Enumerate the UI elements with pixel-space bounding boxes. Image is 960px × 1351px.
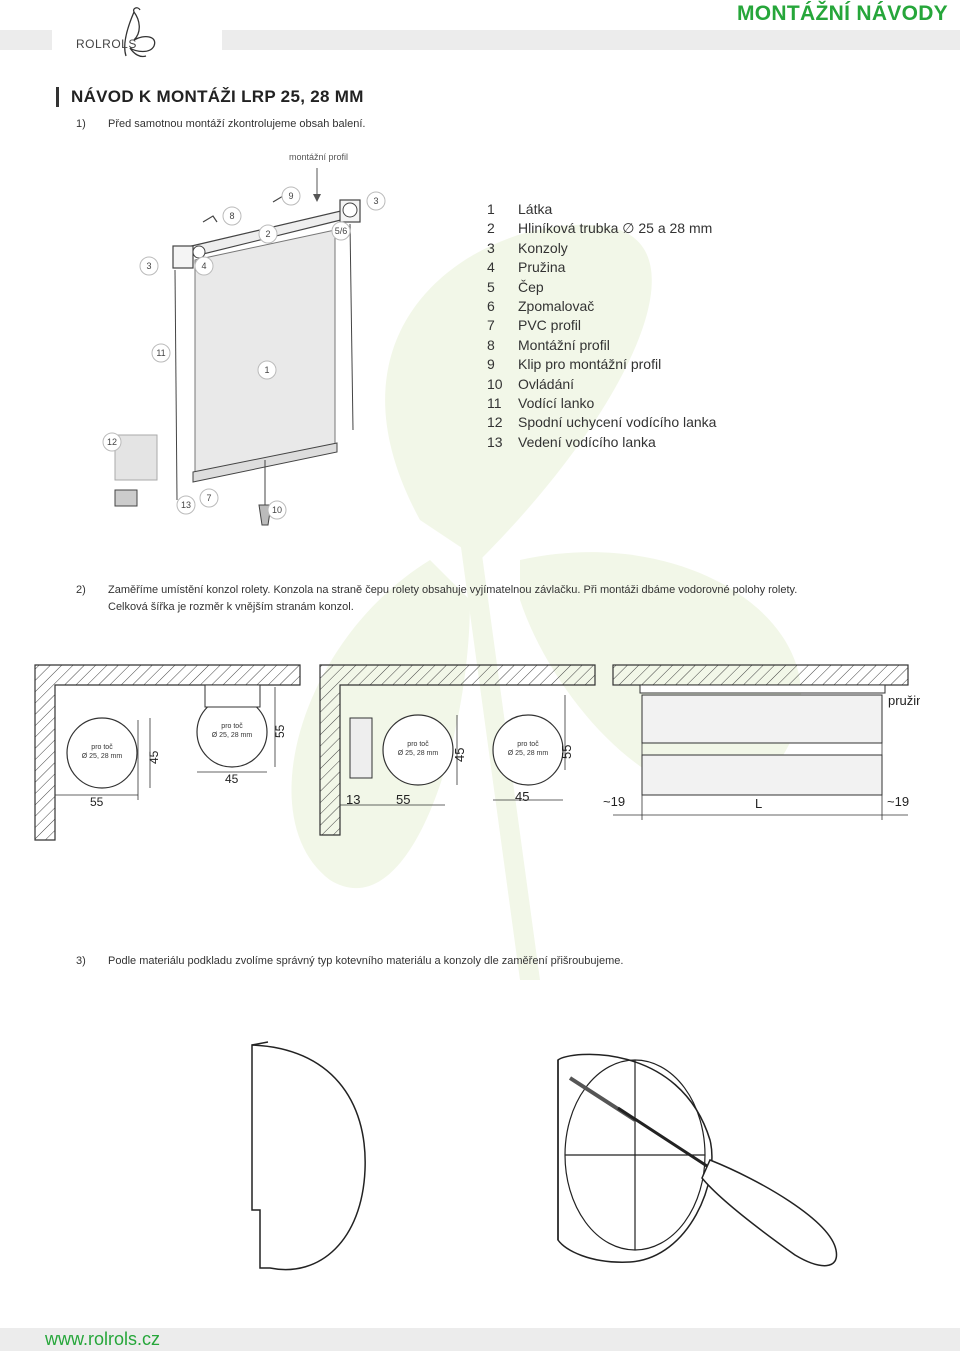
dim-45: 45 xyxy=(515,789,529,804)
dim-45: 45 xyxy=(225,772,239,786)
label-1: 1 xyxy=(264,365,269,375)
dim-55: 55 xyxy=(396,792,410,807)
label-5-6: 5/6 xyxy=(335,226,348,236)
circle-label-size: Ø 25, 28 mm xyxy=(212,732,253,739)
roller-blind-drawing: 9 8 2 5/6 3 3 4 11 1 12 13 7 10 xyxy=(102,168,386,526)
label-11: 11 xyxy=(156,348,165,358)
step-number: 1) xyxy=(76,118,86,130)
label-7: 7 xyxy=(206,493,211,503)
dim-45: 45 xyxy=(147,750,161,764)
dim-45: 45 xyxy=(452,748,467,762)
figure1-callout-title: montážní profil xyxy=(289,152,349,162)
label-9: 9 xyxy=(288,191,293,201)
dim-55: 55 xyxy=(273,724,287,738)
label-2: 2 xyxy=(265,229,270,239)
step-text: Podle materiálu podkladu zvolíme správný… xyxy=(108,955,624,967)
bracket-placement-drawing: pro toč Ø 25, 28 mm pro toč Ø 25, 28 mm … xyxy=(34,664,920,841)
label-3-left: 3 xyxy=(146,261,151,271)
dim-L: L xyxy=(755,796,762,811)
label-8: 8 xyxy=(229,211,234,221)
dim-13: 13 xyxy=(346,792,360,807)
footer-band xyxy=(0,1328,960,1351)
step-text: Zaměříme umístění konzol rolety. Konzola… xyxy=(108,584,798,596)
footer-url-link[interactable]: www.rolrols.cz xyxy=(45,1329,161,1349)
bracket-screw-drawing xyxy=(251,1041,838,1271)
step-number: 3) xyxy=(76,955,86,967)
step-1: 1) Před samotnou montáží zkontrolujeme ob… xyxy=(76,118,365,130)
logo-text: ROLROLS xyxy=(76,37,137,51)
dim-55: 55 xyxy=(559,745,574,759)
dim-tilde-19: ~19 xyxy=(603,794,625,809)
dim-tilde-19: ~19 xyxy=(887,794,909,809)
step-text: Před samotnou montáží zkontrolujeme obsa… xyxy=(108,118,366,130)
dim-55: 55 xyxy=(90,795,104,809)
pruzina-label: pružina xyxy=(888,693,920,708)
step-text-2: Celková šířka je rozměr k vnějším straná… xyxy=(108,601,354,613)
label-13: 13 xyxy=(181,500,191,510)
label-3-right: 3 xyxy=(373,196,378,206)
circle-label: pro toč xyxy=(407,741,429,748)
step-2: 2) Zaměříme umístění konzol rolety. Konzo… xyxy=(76,582,936,616)
label-12: 12 xyxy=(107,437,117,447)
butterfly-logo-icon xyxy=(124,7,156,58)
header-band xyxy=(0,30,960,50)
label-4: 4 xyxy=(201,261,206,271)
header-title: MONTÁŽNÍ NÁVODY xyxy=(737,2,948,25)
circle-label-size: Ø 25, 28 mm xyxy=(508,750,549,757)
circle-label-size: Ø 25, 28 mm xyxy=(398,750,439,757)
step-number: 2) xyxy=(76,584,86,596)
step-3: 3) Podle materiálu podkladu zvolíme správ… xyxy=(76,955,623,967)
section-title: NÁVOD K MONTÁŽI LRP 25, 28 MM xyxy=(56,87,364,107)
circle-label: pro toč xyxy=(517,741,539,748)
circle-label: pro toč xyxy=(91,744,113,751)
label-10: 10 xyxy=(272,505,282,515)
circle-label-size: Ø 25, 28 mm xyxy=(82,753,123,760)
circle-label: pro toč xyxy=(221,723,243,730)
